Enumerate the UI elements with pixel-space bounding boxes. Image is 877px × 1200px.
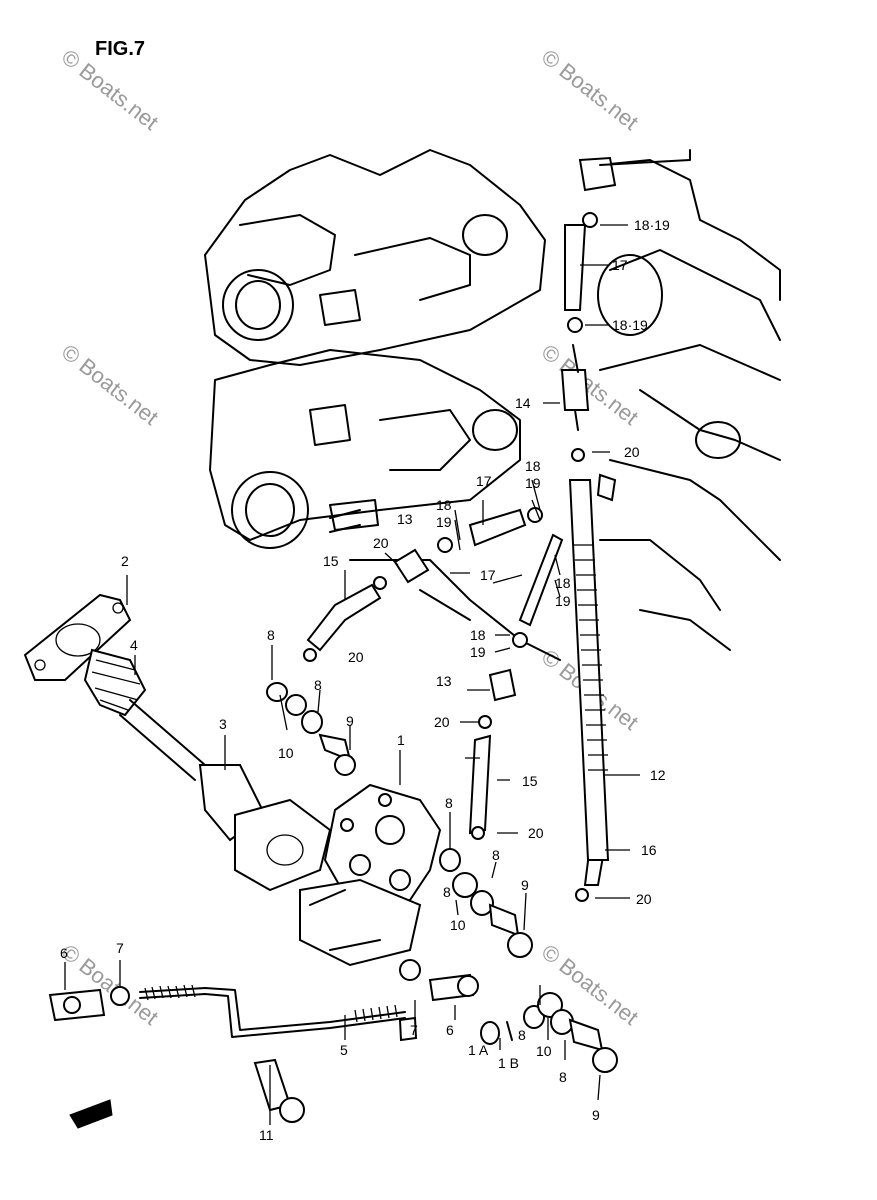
callouts: 1 2 3 4 5 6 6 7 7 8 8 8 8 8 8 8 9 9 9 10… [60,217,670,1143]
part-callout-13: 13 [397,511,413,527]
part-callout-9: 9 [592,1107,600,1123]
fuel-filters [393,344,590,702]
bolts-mid [439,848,533,958]
part-callout-11: 11 [259,1127,274,1143]
gasket [23,593,132,681]
part-callout-19: 19 [525,475,541,491]
tmc-logo [69,1099,113,1129]
part-callout-17: 17 [480,567,496,583]
part-callout-18-19: 18·19 [634,217,670,233]
corrugated-pipe [568,479,610,861]
part-callout-8: 8 [492,847,500,863]
part-callout-19: 19 [436,514,452,530]
part-callout-4: 4 [130,637,138,653]
part-callout-20: 20 [528,825,544,841]
part-callout-15: 15 [522,773,538,789]
part-callout-20: 20 [434,714,450,730]
part-callout-12: 12 [650,767,666,783]
part-callout-10: 10 [278,745,294,761]
clips [303,212,598,902]
oil-tube [139,984,406,1038]
part-callout-10: 10 [536,1043,552,1059]
watermark: © Boats.net [537,339,643,430]
part-callout-1: 1 [397,732,405,748]
part-callout-17: 17 [612,257,628,273]
part-callout-15: 15 [323,553,339,569]
part-callout-16: 16 [641,842,657,858]
part-callout-1b: 1 B [498,1055,519,1071]
part-callout-6: 6 [60,945,68,961]
part-callout-8: 8 [443,884,451,900]
bolts-left [266,682,356,776]
figure-title: FIG.7 [95,38,145,60]
watermark: © Boats.net [57,339,163,430]
breather-fitting [578,149,691,502]
part-callout-17: 17 [476,473,492,489]
part-callout-10: 10 [450,917,466,933]
engine-block [204,149,781,661]
part-callout-7: 7 [410,1022,418,1038]
part-callout-8: 8 [267,627,275,643]
part-callout-20: 20 [348,649,364,665]
part-callout-20: 20 [636,891,652,907]
part-callout-3: 3 [219,716,227,732]
part-callout-18: 18 [525,458,541,474]
part-callout-18: 18 [470,627,486,643]
part-callout-19: 19 [555,593,571,609]
part-callout-2: 2 [121,553,129,569]
part-callout-13: 13 [436,673,452,689]
part-callout-18: 18 [555,575,571,591]
part-callout-6: 6 [446,1022,454,1038]
part-callout-5: 5 [340,1042,348,1058]
bolts-right [253,992,618,1123]
part-callout-1a: 1 A [468,1042,489,1058]
part-callout-18: 18 [436,497,452,513]
part-callout-8: 8 [314,677,322,693]
part-callout-8: 8 [518,1027,526,1043]
watermark: © Boats.net [537,44,643,135]
drive-gear [83,648,147,717]
part-callout-9: 9 [346,713,354,729]
part-callout-19: 19 [470,644,486,660]
union-fittings [48,959,513,1045]
part-callout-9: 9 [521,877,529,893]
shaft-housing [119,699,332,892]
part-callout-20: 20 [373,535,389,551]
part-callout-8: 8 [559,1069,567,1085]
part-callout-8: 8 [445,795,453,811]
part-callout-20: 20 [624,444,640,460]
part-callout-7: 7 [116,940,124,956]
fuel-pump-assembly [299,783,442,967]
part-callout-14: 14 [515,395,531,411]
leader-lines [64,224,640,1125]
part-callout-18-19: 18·19 [612,317,648,333]
fuel-hoses [306,224,607,886]
